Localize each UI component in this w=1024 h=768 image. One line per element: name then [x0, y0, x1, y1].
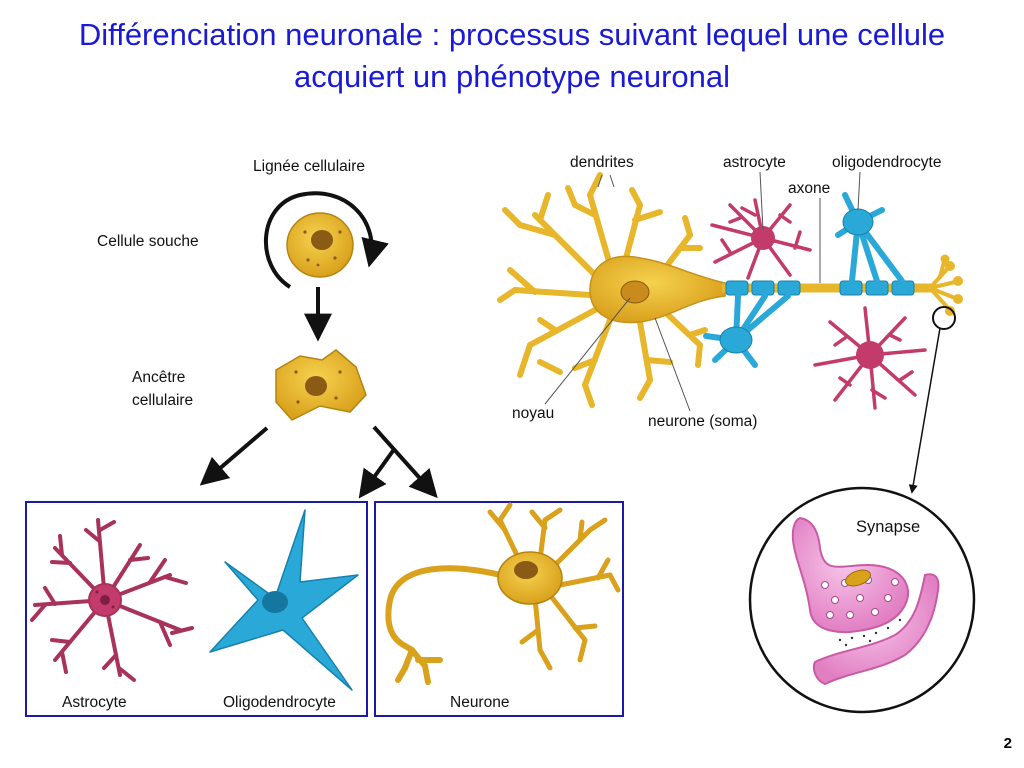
progenitor-label-2: cellulaire: [132, 392, 193, 409]
label-axon: axone: [788, 180, 830, 197]
progenitor-to-oligo-arrow: [358, 446, 397, 499]
progenitor-cell: [275, 349, 367, 421]
synapse-label: Synapse: [856, 518, 920, 536]
big-neuron-dendrites: [497, 172, 708, 408]
mitochondrion: [845, 569, 871, 587]
label-nucleus: noyau: [512, 405, 554, 422]
postsynaptic-membrane: [812, 573, 940, 686]
upper-oligodendrocyte: [835, 192, 905, 284]
neuron-cell: [385, 502, 621, 685]
label-astrocyte: astrocyte: [723, 154, 786, 171]
neuron-box: [374, 501, 624, 717]
neuron-anatomy-panel: dendrites astrocyte oligodendrocyte axon…: [497, 154, 963, 494]
label-dendrites: dendrites: [570, 154, 634, 171]
lineage-panel: Lignée cellulaire Cellule souche Ancêtre…: [25, 158, 624, 717]
myelin-sheaths: [725, 280, 915, 296]
axon-terminals: [928, 260, 957, 310]
oligodendrocyte-cell: [209, 509, 359, 691]
title-line-2: acquiert un phénotype neuronal: [293, 59, 731, 94]
leader-lines: [544, 171, 941, 494]
terminal-highlight-circle: [932, 306, 956, 330]
progenitor-to-neuron-arrow: [372, 425, 438, 499]
self-renewal-arrow: [263, 191, 389, 289]
lineage-heading: Lignée cellulaire: [253, 158, 365, 175]
label-soma: neurone (soma): [648, 413, 757, 430]
stem-cell: [286, 212, 354, 278]
page-number: 2: [1003, 735, 1012, 752]
lower-oligodendrocyte-body: [719, 326, 753, 354]
synaptic-cleft: [838, 618, 902, 647]
upper-astrocyte-body: [751, 226, 775, 250]
glia-box: [25, 501, 368, 717]
title-line-1: Différenciation neuronale : processus su…: [78, 17, 946, 52]
synapse-inset: Synapse: [748, 486, 976, 714]
progenitor-to-glia-arrow: [199, 426, 269, 486]
neuron-label: Neurone: [450, 694, 509, 711]
lower-astrocyte-body: [856, 341, 884, 369]
upper-oligodendrocyte-body: [842, 208, 874, 236]
oligodendrocyte-label: Oligodendrocyte: [223, 694, 336, 711]
label-oligodendrocyte: oligodendrocyte: [832, 154, 941, 171]
slide-title: Différenciation neuronale : processus su…: [0, 14, 1024, 98]
big-neuron-soma: [589, 255, 726, 324]
progenitor-label-1: Ancêtre: [132, 369, 185, 386]
astrocyte-label: Astrocyte: [62, 694, 127, 711]
astrocyte-cell: [30, 518, 194, 682]
stem-cell-label: Cellule souche: [97, 233, 199, 250]
big-neuron-nucleus: [620, 280, 650, 304]
synaptic-vesicles: [821, 576, 899, 619]
